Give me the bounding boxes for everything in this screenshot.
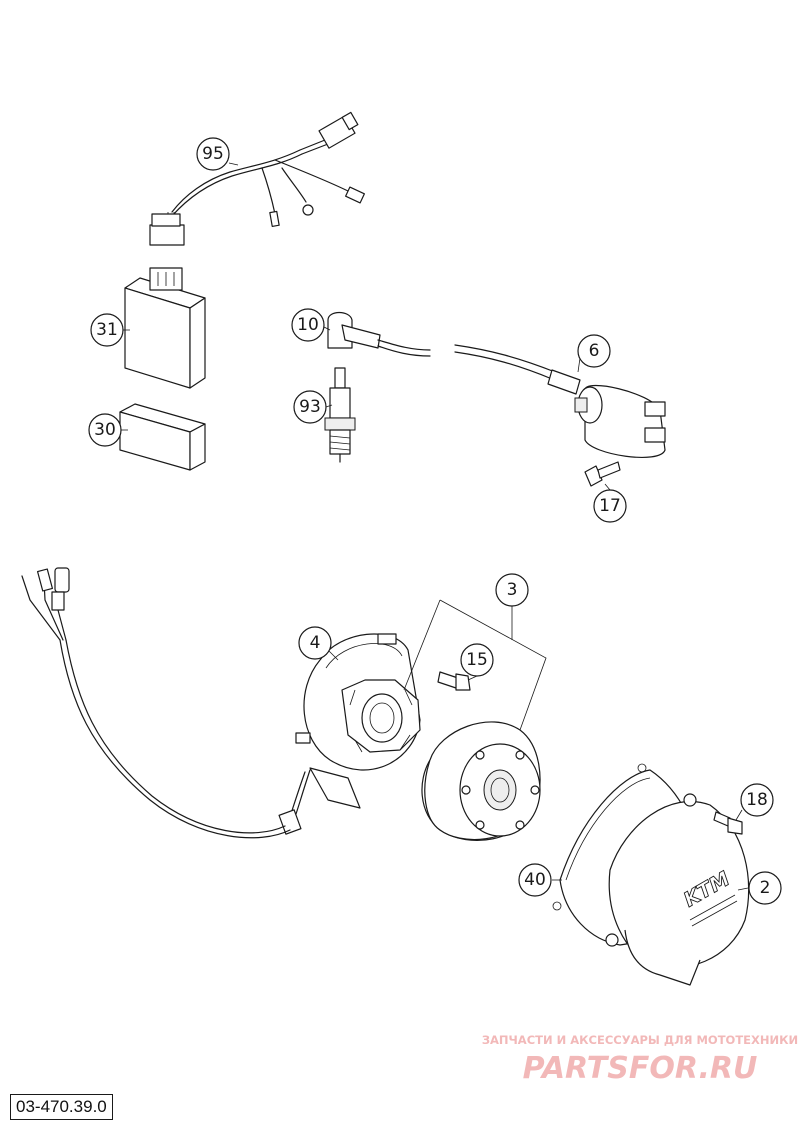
callout-40: 40 xyxy=(518,863,552,897)
callout-15: 15 xyxy=(460,643,494,677)
rotor-assembly-bracket xyxy=(403,599,547,731)
svg-text:2: 2 xyxy=(760,878,771,898)
rotor-bolt xyxy=(437,671,471,691)
watermark-tagline: ЗАПЧАСТИ И АКСЕССУАРЫ ДЛЯ МОТОТЕХНИКИ xyxy=(482,1033,798,1047)
callout-4: 4 xyxy=(298,626,332,660)
watermark-brand: PARTSFOR.RU xyxy=(523,1051,758,1086)
ignition-cover: KTM xyxy=(605,793,750,986)
callout-95: 95 xyxy=(196,137,230,171)
diagram-code-label: 03-470.39.0 xyxy=(10,1094,113,1120)
callout-3: 3 xyxy=(495,573,529,607)
callout-93: 93 xyxy=(293,390,327,424)
svg-text:10: 10 xyxy=(297,315,319,335)
cdi-rubber-holder xyxy=(119,403,206,471)
svg-text:15: 15 xyxy=(466,650,488,670)
svg-text:6: 6 xyxy=(589,341,600,361)
svg-text:18: 18 xyxy=(746,790,768,810)
svg-text:31: 31 xyxy=(96,320,118,340)
rotor xyxy=(421,721,541,841)
callout-17: 17 xyxy=(593,489,627,523)
cover-screw xyxy=(713,811,743,835)
spark-plug xyxy=(324,367,356,463)
svg-text:93: 93 xyxy=(299,397,321,417)
callout-6: 6 xyxy=(577,334,611,368)
watermark: ЗАПЧАСТИ И АКСЕССУАРЫ ДЛЯ МОТОТЕХНИКИ PA… xyxy=(482,1033,798,1086)
svg-text:4: 4 xyxy=(310,633,321,653)
callout-leaders xyxy=(121,162,749,891)
callout-31: 31 xyxy=(90,313,124,347)
callout-30: 30 xyxy=(88,413,122,447)
callout-10: 10 xyxy=(291,308,325,342)
ignition-coil xyxy=(454,344,666,459)
callout-2: 2 xyxy=(748,871,782,905)
svg-text:95: 95 xyxy=(202,144,224,164)
callout-18: 18 xyxy=(740,783,774,817)
stator xyxy=(21,567,421,839)
svg-text:17: 17 xyxy=(599,496,621,516)
svg-text:30: 30 xyxy=(94,420,116,440)
svg-text:40: 40 xyxy=(524,870,546,890)
wiring-harness xyxy=(149,111,365,246)
spark-plug-cap xyxy=(327,311,431,357)
coil-bolt xyxy=(584,461,621,487)
svg-text:3: 3 xyxy=(507,580,518,600)
cdi-unit xyxy=(124,267,206,389)
